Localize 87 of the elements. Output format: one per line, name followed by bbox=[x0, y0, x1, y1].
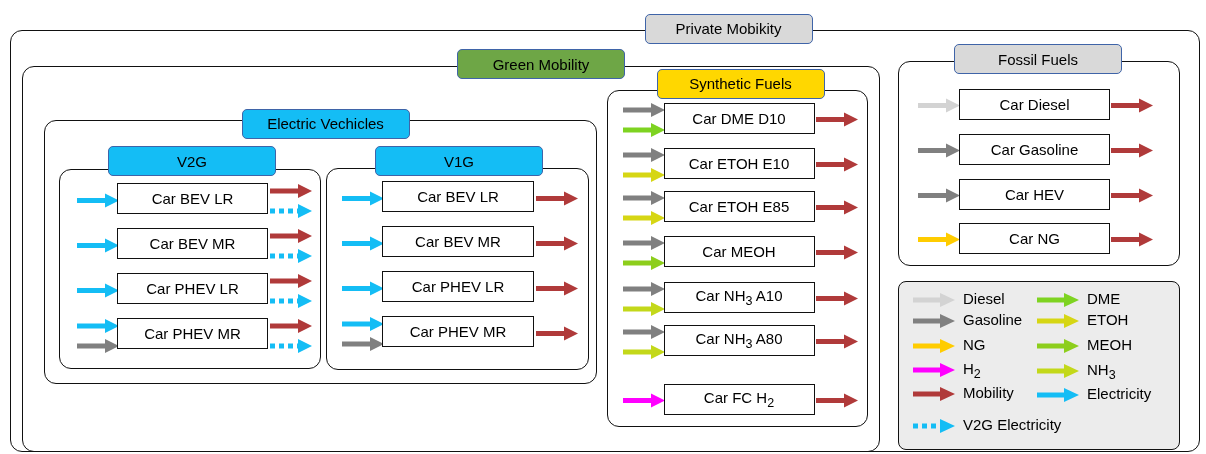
arrow bbox=[623, 325, 665, 339]
arrow bbox=[623, 393, 665, 408]
arrow bbox=[77, 339, 119, 353]
arrow bbox=[623, 345, 665, 359]
vehicle-box: Car NH$_{3}$ A10 bbox=[663, 281, 815, 313]
vehicle-box: Car FC H$_{2}$ bbox=[663, 383, 815, 415]
legend-label: Electricity bbox=[1087, 385, 1152, 403]
vehicle-box: Car PHEV LR bbox=[117, 273, 268, 304]
group-header: Private Mobikity bbox=[644, 13, 813, 44]
legend-label: NG bbox=[963, 336, 986, 354]
arrow bbox=[342, 337, 384, 351]
arrow bbox=[77, 319, 119, 333]
vehicle-box: Car BEV LR bbox=[382, 181, 534, 212]
arrow bbox=[623, 148, 665, 162]
group-header: Synthetic Fuels bbox=[656, 68, 825, 99]
legend-label: ETOH bbox=[1087, 311, 1129, 329]
vehicle-box: Car BEV LR bbox=[117, 183, 268, 214]
vehicle-box: Car NH$_{3}$ A80 bbox=[663, 324, 815, 356]
arrow bbox=[623, 191, 665, 205]
vehicle-box: Car PHEV LR bbox=[382, 271, 534, 302]
vehicle-box: Car HEV bbox=[959, 179, 1110, 210]
arrow bbox=[816, 200, 858, 215]
arrow bbox=[1111, 98, 1153, 113]
vehicle-box: Car DME D10 bbox=[663, 102, 815, 134]
arrow bbox=[270, 229, 312, 243]
arrow bbox=[918, 232, 960, 247]
arrow bbox=[1111, 188, 1153, 203]
arrow bbox=[623, 123, 665, 137]
arrow bbox=[816, 157, 858, 172]
arrow bbox=[77, 283, 119, 298]
arrow bbox=[270, 249, 312, 263]
vehicle-box: Car BEV MR bbox=[382, 226, 534, 257]
group-header: Fossil Fuels bbox=[954, 44, 1122, 74]
arrow bbox=[536, 236, 578, 251]
arrow bbox=[270, 319, 312, 333]
arrow bbox=[623, 302, 665, 316]
legend-label: V2G Electricity bbox=[963, 416, 1062, 434]
legend-label: MEOH bbox=[1087, 336, 1132, 354]
arrow bbox=[623, 282, 665, 296]
vehicle-box: Car MEOH bbox=[663, 235, 815, 267]
arrow bbox=[1111, 232, 1153, 247]
group-header: V2G bbox=[108, 146, 276, 176]
arrow bbox=[623, 211, 665, 225]
arrow bbox=[623, 256, 665, 270]
arrow bbox=[270, 339, 312, 353]
vehicle-box: Car ETOH E85 bbox=[663, 190, 815, 222]
legend-label: H$_{2}$ bbox=[963, 360, 981, 383]
arrow bbox=[918, 188, 960, 203]
arrow bbox=[270, 294, 312, 308]
legend-label: NH$_{3}$ bbox=[1087, 361, 1116, 384]
legend-label: Gasoline bbox=[963, 311, 1023, 329]
vehicle-box: Car NG bbox=[959, 223, 1110, 254]
arrow bbox=[77, 193, 119, 208]
legend-label: DME bbox=[1087, 290, 1121, 308]
arrow bbox=[270, 204, 312, 218]
arrow bbox=[623, 103, 665, 117]
arrow bbox=[623, 168, 665, 182]
arrow bbox=[816, 334, 858, 349]
arrow bbox=[918, 143, 960, 158]
arrow bbox=[342, 317, 384, 331]
arrow bbox=[816, 393, 858, 408]
arrow bbox=[816, 291, 858, 306]
arrow bbox=[1111, 143, 1153, 158]
arrow bbox=[270, 274, 312, 288]
arrow bbox=[342, 281, 384, 296]
arrow bbox=[816, 112, 858, 127]
vehicle-box: Car PHEV MR bbox=[117, 318, 268, 349]
arrow bbox=[77, 238, 119, 253]
vehicle-box: Car BEV MR bbox=[117, 228, 268, 259]
arrow bbox=[918, 98, 960, 113]
arrow bbox=[536, 191, 578, 206]
arrow bbox=[536, 281, 578, 296]
arrow bbox=[623, 236, 665, 250]
vehicle-box: Car ETOH E10 bbox=[663, 147, 815, 179]
group-header: Electric Vechicles bbox=[241, 108, 410, 139]
vehicle-box: Car Diesel bbox=[959, 89, 1110, 120]
group-header: Green Mobility bbox=[457, 49, 625, 79]
vehicle-box: Car Gasoline bbox=[959, 134, 1110, 165]
group-header: V1G bbox=[375, 146, 543, 176]
arrow bbox=[816, 245, 858, 260]
legend-label: Mobility bbox=[963, 384, 1014, 402]
arrow bbox=[270, 184, 312, 198]
arrow bbox=[342, 191, 384, 206]
arrow bbox=[536, 326, 578, 341]
arrow bbox=[342, 236, 384, 251]
vehicle-box: Car PHEV MR bbox=[382, 316, 534, 347]
legend-label: Diesel bbox=[963, 290, 1005, 308]
